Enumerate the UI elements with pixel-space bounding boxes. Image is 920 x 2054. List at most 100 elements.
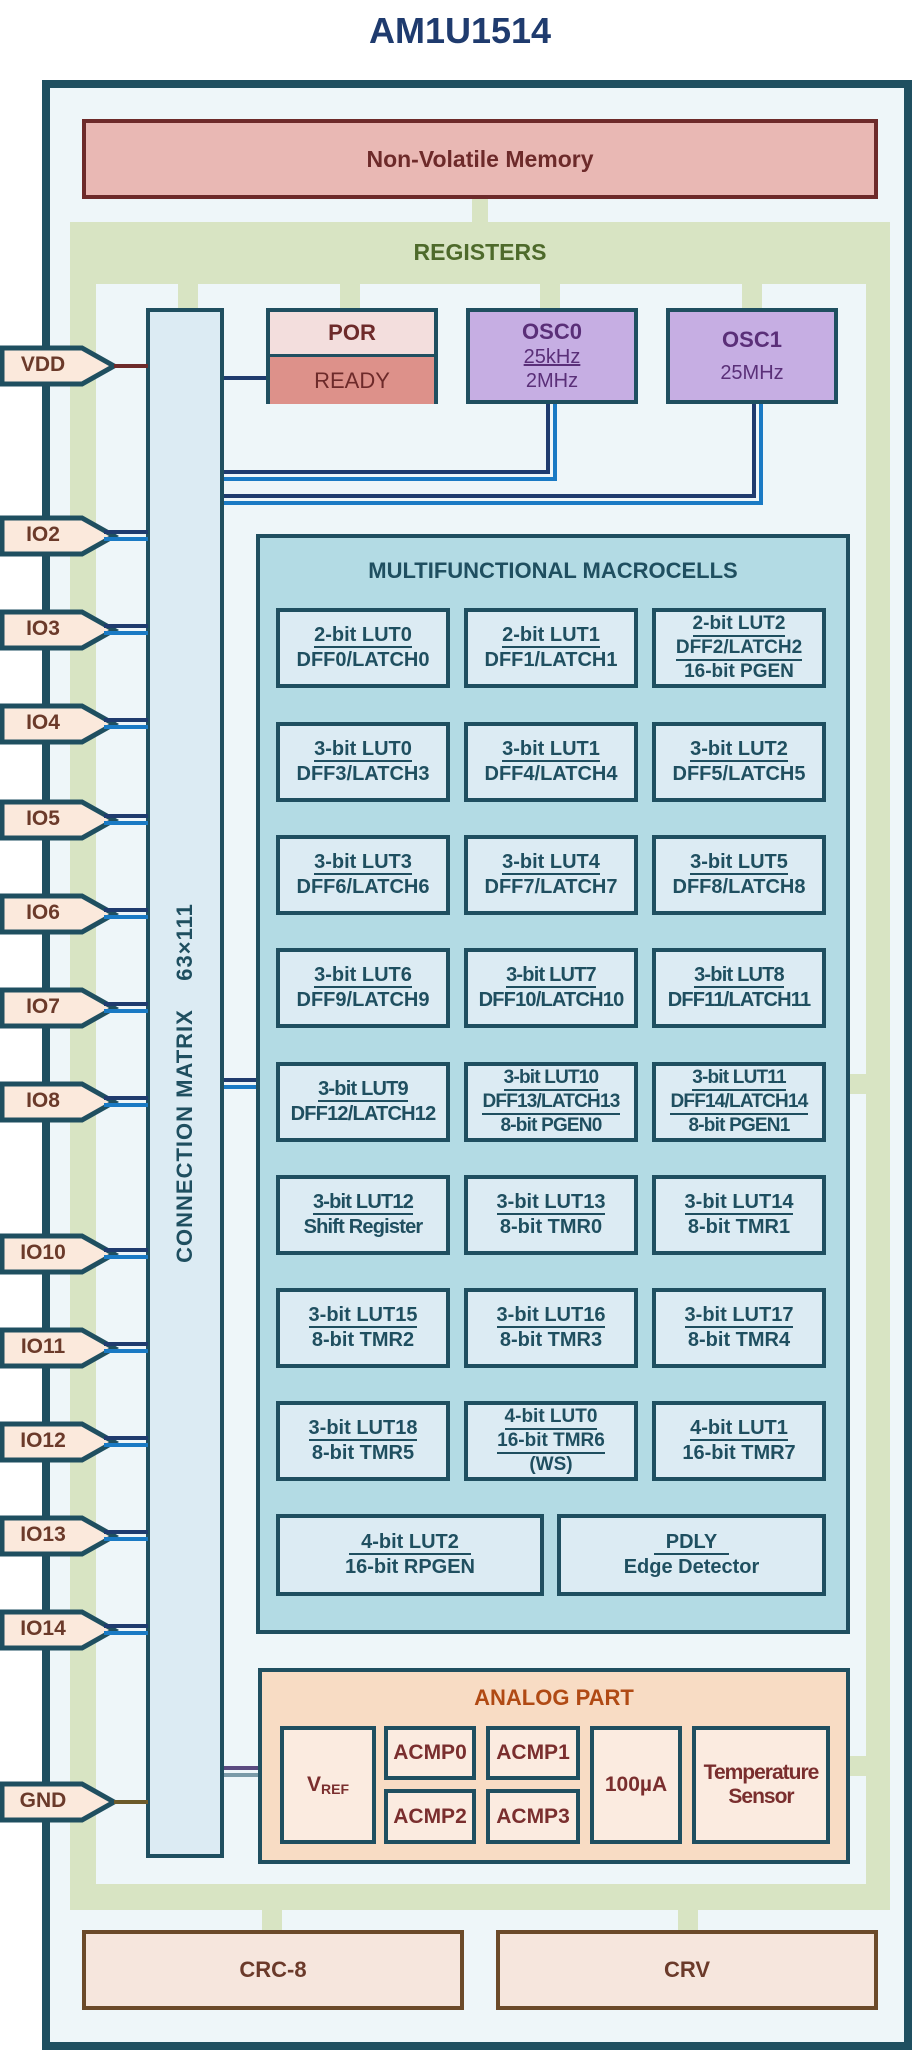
ready-label: READY — [270, 357, 434, 404]
macrocell-line: 3-bit LUT6 — [314, 963, 412, 988]
macrocell-line: 3-bit LUT15 — [308, 1303, 418, 1328]
pin-io8 — [0, 1081, 148, 1123]
macrocell-line-text: 3-bit LUT10 — [503, 1067, 599, 1091]
macrocell-line: DFF11/LATCH11 — [667, 989, 811, 1011]
macrocell-line: 2-bit LUT1 — [502, 623, 600, 648]
macrocell-line-text: 3-bit LUT4 — [502, 851, 600, 875]
macrocell-line: 3-bit LUT9 — [318, 1077, 409, 1102]
crv-block: CRV — [496, 1930, 878, 2010]
pin-label-io7: IO7 — [26, 995, 60, 1018]
macrocell-line: 3-bit LUT17 — [684, 1303, 794, 1328]
pin-io14 — [0, 1609, 148, 1651]
macrocell-line: 3-bit LUT13 — [496, 1190, 606, 1215]
matrix-size: 63×111 — [172, 903, 197, 981]
macrocell-line: 8-bit TMR3 — [499, 1329, 603, 1351]
macrocell-line: 3-bit LUT5 — [690, 850, 788, 875]
pin-io10 — [0, 1233, 148, 1275]
macrocell-line-text: 3-bit LUT17 — [684, 1304, 794, 1328]
macrocell-line-text: 3-bit LUT6 — [314, 964, 412, 988]
pin-shape — [0, 609, 120, 651]
macrocell-line-text: 2-bit LUT1 — [502, 624, 600, 648]
pin-shape — [0, 1081, 120, 1123]
pin-shape — [0, 515, 120, 557]
crc-connector — [262, 1908, 282, 1932]
macrocell-line: Edge Detector — [623, 1556, 760, 1578]
macrocell-line: 8-bit PGEN1 — [688, 1115, 791, 1136]
nvm-connector — [472, 199, 488, 224]
pin-shape — [0, 703, 120, 745]
pin-io11 — [0, 1327, 148, 1369]
analog-title: ANALOG PART — [474, 1685, 634, 1710]
pin-shape — [0, 893, 120, 935]
macrocell-line: DFF10/LATCH10 — [478, 989, 625, 1011]
por-reg-stub — [340, 282, 360, 310]
por-label: POR — [270, 312, 434, 357]
pin-io7 — [0, 987, 148, 1029]
macrocell-line-text: 3-bit LUT15 — [308, 1304, 418, 1328]
osc0-freq1: 25kHz — [523, 346, 581, 368]
analog-reg-stub — [848, 1756, 868, 1776]
macrocell-line: 3-bit LUT3 — [314, 850, 412, 875]
macrocell-line: 3-bit LUT2 — [690, 737, 788, 762]
macrocell-line: DFF6/LATCH6 — [296, 876, 430, 898]
macrocell-line: 8-bit TMR4 — [687, 1329, 791, 1351]
pin-shape — [0, 345, 120, 387]
pin-io5 — [0, 799, 148, 841]
pin-shape — [0, 1781, 120, 1823]
macrocell-line-text: 4-bit LUT1 — [690, 1417, 788, 1441]
non-volatile-memory: Non-Volatile Memory — [82, 119, 878, 199]
macrocell-line-text: 4-bit LUT2 — [349, 1531, 471, 1555]
crc8-block: CRC-8 — [82, 1930, 464, 2010]
macrocell-line: DFF0/LATCH0 — [296, 649, 430, 671]
pin-io4 — [0, 703, 148, 745]
macrocell-line: 8-bit TMR5 — [311, 1442, 415, 1464]
macrocell-line: 4-bit LUT2 — [349, 1530, 471, 1555]
macrocell-line: DFF1/LATCH1 — [484, 649, 618, 671]
macrocell-line-text: 3-bit LUT7 — [506, 964, 597, 988]
macrocell-line: 3-bit LUT0 — [314, 737, 412, 762]
macrocell-line: 3-bit LUT1 — [502, 737, 600, 762]
pin-label-io3: IO3 — [26, 617, 60, 640]
macrocell-line-text: 3-bit LUT13 — [496, 1191, 606, 1215]
current-source-block: 100µA — [590, 1726, 682, 1844]
macrocell-line: 4-bit LUT1 — [690, 1416, 788, 1441]
osc1-block: OSC1 25MHz — [666, 308, 838, 404]
macrocell-line: 3-bit LUT14 — [684, 1190, 794, 1215]
pin-shape — [0, 799, 120, 841]
matrix-label: CONNECTION MATRIX 63×111 — [172, 903, 198, 1263]
chip-title: AM1U1514 — [368, 10, 552, 51]
pin-shape — [0, 1421, 120, 1463]
macrocell-line: 2-bit LUT2 — [692, 613, 786, 637]
matrix-reg-stub — [178, 282, 198, 310]
macrocell-line-text: 3-bit LUT0 — [314, 738, 412, 762]
pin-shape — [0, 1327, 120, 1369]
vref-label: VREF — [307, 1773, 349, 1797]
macrocell-line-text: 3-bit LUT2 — [690, 738, 788, 762]
macrocell-line-text: 3-bit LUT16 — [496, 1304, 606, 1328]
pin-label-io6: IO6 — [26, 901, 60, 924]
pin-label-gnd: GND — [19, 1789, 67, 1812]
macrocell-line-text: 2-bit LUT2 — [692, 613, 786, 637]
crv-connector — [678, 1908, 698, 1932]
macrocell-line-text: 3-bit LUT8 — [694, 964, 785, 988]
macrocells-title: MULTIFUNCTIONAL MACROCELLS — [368, 558, 738, 583]
macrocell-line-text: DFF2/LATCH2 — [675, 637, 803, 661]
macrocell-line: DFF8/LATCH8 — [672, 876, 806, 898]
macrocell-line-text: 16-bit TMR6 — [497, 1430, 605, 1454]
pin-io13 — [0, 1515, 148, 1557]
pin-label-io4: IO4 — [26, 711, 60, 734]
macrocell-line-text: 2-bit LUT0 — [314, 624, 412, 648]
